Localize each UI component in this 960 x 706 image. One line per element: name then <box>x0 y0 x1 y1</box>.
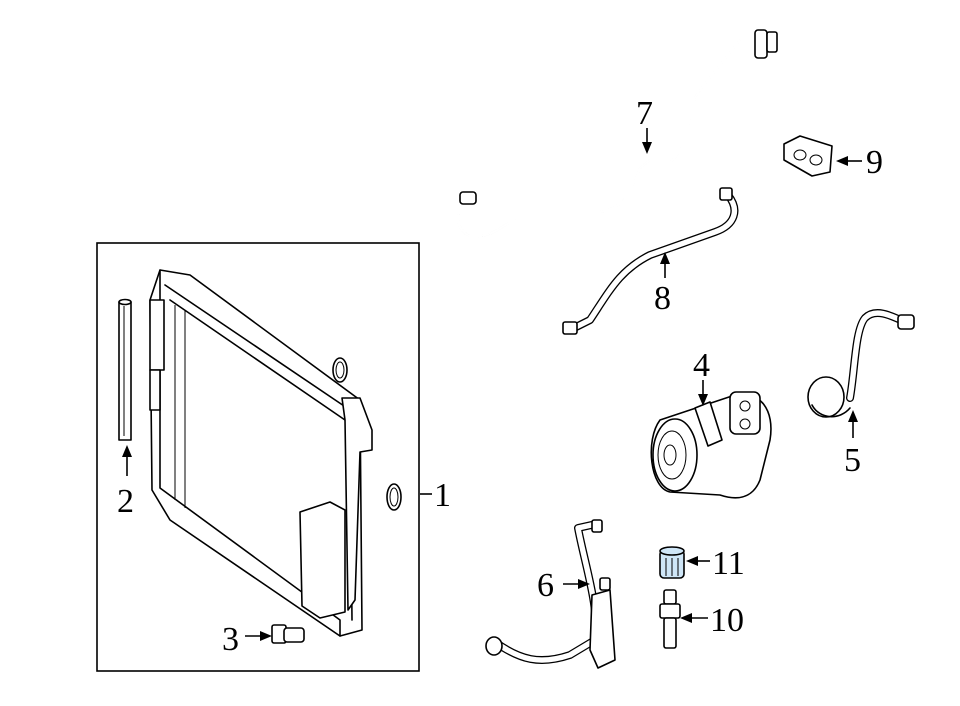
part-5-hose[interactable] <box>807 309 915 418</box>
part-10-valve[interactable] <box>659 589 681 649</box>
callout-label-3: 3 <box>222 621 239 658</box>
callout-label-6: 6 <box>537 567 554 604</box>
part-4-compressor[interactable] <box>650 391 772 499</box>
callout-label-2: 2 <box>117 483 134 520</box>
part-3-plug[interactable] <box>271 624 305 644</box>
callout-label-10: 10 <box>710 602 744 639</box>
part-2-drier[interactable] <box>118 298 132 441</box>
callout-label-8: 8 <box>654 280 671 317</box>
part-9-switch[interactable] <box>783 135 833 177</box>
part-1-condenser[interactable] <box>149 269 402 637</box>
part-7-ac-line[interactable] <box>456 29 778 238</box>
part-6-ac-line[interactable] <box>485 519 616 669</box>
part-8-ac-hose[interactable] <box>562 187 739 335</box>
callout-label-11: 11 <box>712 545 745 582</box>
part-11-valve-cap[interactable] <box>659 546 685 579</box>
callout-label-7: 7 <box>636 95 653 132</box>
callout-label-9: 9 <box>866 144 883 181</box>
callout-label-5: 5 <box>844 442 861 479</box>
callout-arrows <box>122 128 862 641</box>
callout-label-4: 4 <box>693 347 710 384</box>
callout-label-1: 1 <box>434 477 451 514</box>
condenser-group-frame <box>96 242 420 672</box>
